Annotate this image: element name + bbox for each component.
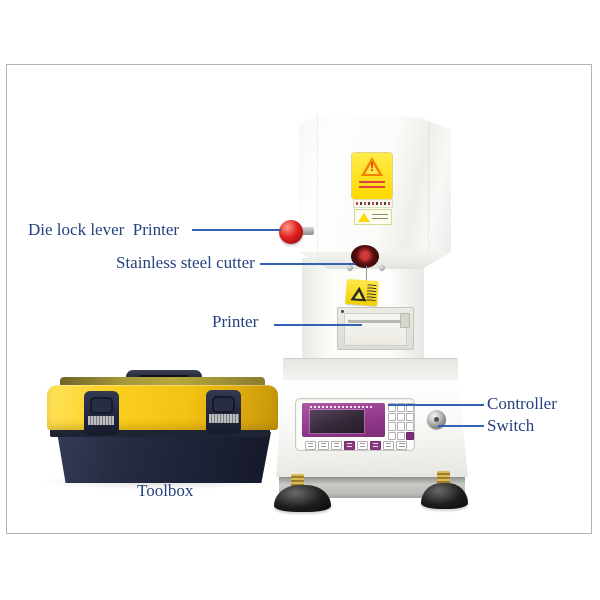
latch-sticker-left [88, 416, 114, 425]
function-key-row [305, 440, 407, 450]
die-screw-right [379, 265, 385, 271]
label-switch: Switch [487, 416, 535, 435]
tag-text-lines [366, 284, 377, 301]
keypad-key [388, 431, 396, 440]
keypad-key [388, 412, 396, 421]
hanging-warning-tag [345, 278, 379, 307]
printer-feed-button [400, 313, 410, 328]
leader-line-switch [438, 425, 484, 427]
die-outlet [351, 245, 379, 268]
toolbox-lid [47, 385, 278, 430]
warning-label: ! [352, 153, 392, 199]
printer-paper-slot [348, 320, 403, 323]
latch-sticker-right [209, 414, 239, 423]
leader-line-printer [274, 324, 362, 326]
label-toolbox: Toolbox [137, 481, 194, 500]
label-controller: Controller [487, 394, 557, 413]
keypad-key [388, 422, 396, 431]
function-key [318, 440, 329, 450]
exclamation-icon: ! [370, 160, 374, 174]
keypad-key [397, 412, 405, 421]
toolbox-latch-right [206, 390, 241, 434]
keypad-key [397, 403, 405, 412]
leader-line-cutter [260, 263, 355, 265]
brand-text-strip [310, 406, 374, 408]
caution-text-lines [372, 214, 388, 221]
caution-hot-label [354, 209, 392, 225]
label-printer: Printer [212, 312, 259, 331]
controller-faceplate [302, 403, 385, 437]
head-right-bevel-line [428, 114, 429, 253]
machine-foot-left [274, 485, 331, 512]
function-key [396, 440, 407, 450]
warning-label-text-lines [359, 181, 385, 190]
numeric-keypad [388, 403, 414, 440]
machine-foot-right [421, 483, 468, 509]
warning-triangle-inner [365, 162, 379, 174]
die-lock-lever-pin [299, 227, 314, 235]
toolbox-latch-left [84, 391, 119, 435]
label-stainless-steel-cutter: Stainless steel cutter [116, 253, 255, 272]
leader-line-controller [388, 404, 484, 406]
keypad-key [397, 431, 405, 440]
function-key [331, 440, 342, 450]
function-key [344, 440, 355, 450]
die-lock-lever [279, 220, 303, 244]
printer [337, 307, 414, 350]
caution-triangle-icon [358, 213, 370, 222]
keypad-key [406, 412, 414, 421]
controller-panel [295, 398, 415, 451]
caution-strip-label [354, 200, 392, 207]
keypad-key [388, 403, 396, 412]
function-key [370, 440, 381, 450]
die-screw-left [347, 265, 353, 271]
base-deck [283, 358, 458, 382]
lcd-screen [310, 410, 364, 433]
tag-string [366, 266, 367, 282]
keypad-enter-key [406, 431, 414, 440]
printer-door [344, 313, 407, 346]
label-die-lock-lever-printer: Die lock lever Printer [28, 220, 180, 239]
keypad-key [406, 403, 414, 412]
keypad-key [406, 422, 414, 431]
function-key [357, 440, 368, 450]
keypad-key [397, 422, 405, 431]
printer-led [341, 310, 344, 313]
leader-line-die-lock-lever [192, 229, 281, 231]
tag-triangle-inner [354, 291, 364, 300]
toolbox-body [57, 432, 271, 483]
function-key [305, 440, 316, 450]
function-key [383, 440, 394, 450]
switch-knob [427, 410, 446, 429]
head-left-bevel-line [317, 114, 318, 253]
